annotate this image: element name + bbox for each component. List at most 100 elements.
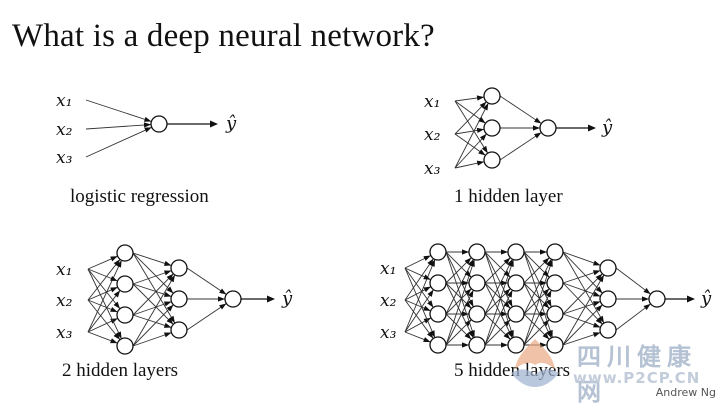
hidden-node (599, 290, 617, 308)
edge-arrowhead (478, 117, 486, 124)
edge-arrowhead (642, 296, 649, 302)
hidden-node (468, 336, 486, 354)
edge-arrowhead (503, 332, 511, 340)
edge-arrowhead (423, 286, 431, 293)
input-label-x1: x₁ (56, 260, 72, 280)
input-label-x3: x₃ (56, 148, 73, 168)
edge-arrowhead (462, 249, 469, 255)
hidden-edge (499, 95, 542, 124)
hidden-edge (445, 251, 474, 308)
edge-arrowhead (462, 280, 469, 286)
edge-arrowhead (595, 317, 603, 325)
edge-arrowhead (110, 306, 118, 312)
edge-arrowhead (163, 260, 172, 266)
hidden-node (483, 119, 501, 137)
edge-arrowhead (534, 117, 542, 124)
edge-arrowhead (464, 301, 472, 309)
output-node (648, 290, 666, 308)
edge-arrowhead (464, 319, 472, 327)
edge-arrowhead (116, 260, 122, 268)
edge-arrowhead (113, 301, 120, 309)
edge-arrowhead (462, 342, 469, 348)
hidden-node (507, 274, 525, 292)
caption-5-hidden-layers: 5 hidden layers (454, 360, 571, 381)
hidden-edge (499, 132, 542, 161)
edge-arrowhead (163, 270, 172, 276)
hidden-node (468, 243, 486, 261)
edge-arrowhead (501, 342, 508, 348)
input-label-x3: x₃ (56, 323, 73, 343)
edge-arrowhead (163, 291, 172, 297)
input-edge (404, 259, 436, 333)
edge-arrowhead (478, 149, 486, 156)
input-edge (454, 133, 487, 169)
edge-arrowhead (467, 299, 474, 307)
input-edge (87, 268, 122, 339)
edge-arrowhead (592, 332, 601, 338)
caption-1-hidden-layer: 1 hidden layer (454, 186, 563, 207)
edge-arrowhead (166, 286, 174, 294)
hidden-edge (484, 258, 513, 315)
hidden-node (170, 321, 188, 339)
input-edge (85, 99, 152, 122)
edge-arrowhead (143, 116, 152, 122)
edge-arrowhead (464, 288, 472, 296)
edge-arrowhead (592, 291, 601, 297)
edge-arrowhead (163, 332, 172, 338)
edge-arrowhead (219, 303, 227, 310)
input-edge (85, 124, 152, 130)
edge-arrowhead (533, 125, 540, 131)
edge-arrowhead (423, 337, 431, 343)
input-edge (454, 102, 489, 169)
input-label-x3: x₃ (380, 323, 397, 343)
input-edge (87, 290, 121, 333)
hidden-node (546, 336, 564, 354)
hidden-edge (186, 267, 227, 295)
input-edge (87, 268, 121, 310)
edge-arrowhead (166, 304, 174, 312)
edge-arrowhead (503, 270, 511, 278)
edge-arrowhead (482, 103, 489, 111)
input-label-x1: x₁ (380, 259, 396, 279)
edge-arrowhead (598, 274, 604, 283)
hidden-node (507, 243, 525, 261)
edge-arrowhead (423, 305, 431, 311)
input-edge (87, 259, 121, 301)
hidden-edge (562, 251, 605, 324)
edge-arrowhead (503, 301, 511, 309)
hidden-edge (132, 252, 174, 294)
edge-arrowhead (476, 160, 485, 166)
hidden-edge (615, 303, 651, 331)
input-edge (404, 267, 436, 338)
edge-arrowhead (113, 259, 121, 267)
edge-arrowhead (423, 274, 431, 280)
edge-arrowhead (592, 260, 601, 266)
edge-arrowhead (592, 301, 601, 307)
hidden-edge (523, 251, 553, 338)
edge-arrowhead (462, 311, 469, 317)
hidden-node (468, 305, 486, 323)
hidden-edge (523, 289, 552, 346)
input-edge (404, 267, 434, 308)
hidden-node (546, 274, 564, 292)
input-edge (87, 260, 123, 333)
edge-arrowhead (545, 330, 552, 338)
output-arrowhead (588, 124, 596, 132)
edge-arrowhead (479, 101, 487, 109)
edge-arrowhead (427, 331, 434, 339)
hidden-edge (132, 274, 176, 347)
edge-arrowhead (540, 280, 547, 286)
edge-arrowhead (501, 280, 508, 286)
edge-arrowhead (163, 322, 172, 328)
hidden-edge (523, 251, 552, 308)
edge-arrowhead (643, 303, 651, 311)
hidden-edge (562, 274, 605, 346)
input-edge (454, 100, 489, 154)
output-arrowhead (267, 295, 275, 303)
input-label-x1: x₁ (424, 92, 440, 112)
hidden-edge (445, 282, 474, 339)
edge-arrowhead (508, 259, 514, 268)
